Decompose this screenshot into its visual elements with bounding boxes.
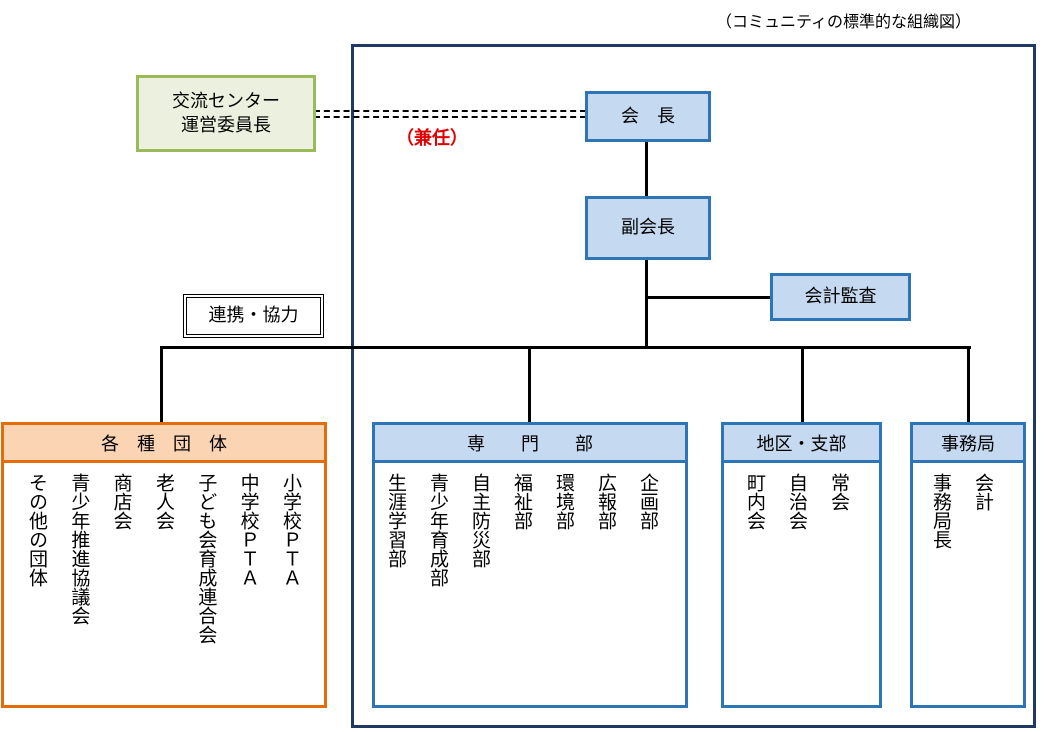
chairman-box: 会 長 <box>585 91 711 142</box>
vice-chairman-label: 副会長 <box>621 217 675 239</box>
connector-to-various <box>160 346 163 423</box>
district-branch-header: 地区・支部 <box>724 425 879 463</box>
cooperation-label: 連携・協力 <box>208 305 299 327</box>
district-branch-item: 常会 <box>828 473 850 511</box>
specialty-department-item: 青少年育成部 <box>427 473 449 587</box>
exchange-center-line2: 運営委員長 <box>181 114 271 136</box>
various-groups-items: 小学校ＰＴＡ 中学校ＰＴＡ 子ども会育成連合会 老人会 商店会 青少年推進協議会… <box>16 473 312 644</box>
connector-to-secretariat <box>967 346 970 423</box>
specialty-department-item: 生涯学習部 <box>385 473 407 568</box>
specialty-departments-header: 専 門 部 <box>375 425 685 463</box>
connector-to-district <box>801 346 804 423</box>
specialty-departments-items: 企画部 広報部 環境部 福祉部 自主防災部 青少年育成部 生涯学習部 <box>383 473 669 587</box>
various-group-item: 老人会 <box>152 473 175 530</box>
connector-to-specialty <box>528 346 531 423</box>
various-group-item: その他の団体 <box>26 473 48 587</box>
connector-auditor <box>645 296 772 299</box>
various-group-item: 小学校ＰＴＡ <box>279 473 302 587</box>
secretariat-items: 会計 事務局長 <box>920 473 1004 549</box>
secretariat-panel: 事務局 会計 事務局長 <box>910 422 1026 708</box>
connector-chair-vice <box>645 140 648 196</box>
specialty-departments-panel: 専 門 部 企画部 広報部 環境部 福祉部 自主防災部 青少年育成部 生涯学習部 <box>372 422 688 708</box>
various-group-item: 青少年推進協議会 <box>68 473 91 625</box>
various-groups-panel: 各 種 団 体 小学校ＰＴＡ 中学校ＰＴＡ 子ども会育成連合会 老人会 商店会 … <box>1 422 327 708</box>
connector-vice-down <box>645 258 648 348</box>
specialty-department-item: 環境部 <box>553 473 575 530</box>
district-branch-items: 常会 自治会 町内会 <box>734 473 860 530</box>
exchange-center-committee-chair-box: 交流センター 運営委員長 <box>136 75 316 152</box>
specialty-department-item: 企画部 <box>637 473 659 530</box>
secretariat-item: 会計 <box>972 473 994 511</box>
specialty-department-item: 自主防災部 <box>469 473 491 568</box>
exchange-center-line1: 交流センター <box>172 91 280 113</box>
auditor-label: 会計監査 <box>804 286 877 308</box>
various-groups-header: 各 種 団 体 <box>4 425 324 463</box>
cooperation-label-box: 連携・協力 <box>183 294 324 338</box>
specialty-department-item: 広報部 <box>595 473 617 530</box>
secretariat-item: 事務局長 <box>930 473 952 549</box>
specialty-department-item: 福祉部 <box>511 473 533 530</box>
district-branch-item: 町内会 <box>744 473 766 530</box>
concurrent-link-line-bottom <box>314 116 586 120</box>
chairman-label: 会 長 <box>621 105 675 127</box>
district-branch-item: 自治会 <box>786 473 808 530</box>
concurrent-link-line-top <box>314 110 586 114</box>
secretariat-header: 事務局 <box>913 425 1023 463</box>
various-group-item: 子ども会育成連合会 <box>195 473 218 644</box>
vice-chairman-box: 副会長 <box>585 196 711 260</box>
diagram-caption: （コミュニティの標準的な組織図） <box>716 12 972 31</box>
community-organization-frame <box>351 44 1036 728</box>
connector-horizontal-bus <box>160 346 971 349</box>
various-group-item: 商店会 <box>110 473 133 530</box>
auditor-box: 会計監査 <box>770 273 911 321</box>
concurrent-note: （兼任） <box>396 128 468 149</box>
district-branch-panel: 地区・支部 常会 自治会 町内会 <box>721 422 882 708</box>
various-group-item: 中学校ＰＴＡ <box>237 473 260 587</box>
